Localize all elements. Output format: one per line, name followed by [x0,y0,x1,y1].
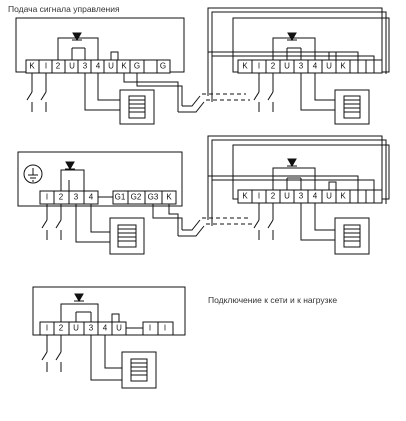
terminal-label: 2 [56,62,61,71]
load-box-icon [335,218,369,254]
signal-supply-caption: Подача сигнала управления [8,4,120,14]
terminal-label: G [160,62,166,71]
diode-icon [287,33,297,40]
terminal-label: 4 [96,62,101,71]
switch-icon [254,73,273,112]
terminal-label: K [340,62,346,71]
unit-bottom: I 2 U 3 4 U I I [33,287,185,388]
terminal-label: G [134,62,140,71]
terminal-label: 4 [103,324,108,333]
terminal-label: U [326,62,332,71]
terminal-label: 4 [313,62,318,71]
terminal-label: K [242,192,248,201]
unit-top-right: K I 2 U 3 4 U K I I [208,8,389,124]
switch-icon [254,203,273,240]
terminal-label: I [164,324,166,333]
terminal-label: G3 [148,193,159,202]
terminal-strip-top-left: K I 2 U 3 4 U K G G [26,60,170,73]
diode-icon [72,33,82,40]
terminal-label: I [258,62,260,71]
terminal-label: 3 [299,192,304,201]
load-box-icon [335,90,369,124]
terminal-label: I [258,192,260,201]
terminal-label: 4 [89,193,94,202]
terminal-label: K [340,192,346,201]
load-box-icon [122,352,156,388]
terminal-strip-mid-right: K I 2 U 3 4 U K I I [238,190,382,203]
terminal-label: 3 [83,62,88,71]
terminal-label: 3 [89,324,94,333]
terminal-label: 2 [271,192,276,201]
terminal-label: U [108,62,114,71]
load-box-icon [110,218,144,254]
terminal-label: U [284,62,290,71]
terminal-label: G2 [131,193,142,202]
terminal-label: 4 [313,192,318,201]
unit-mid-left: I 2 3 4 G1 G2 G3 K [18,152,182,254]
ground-icon [23,164,43,184]
switch-icon [27,73,46,112]
terminal-label: 3 [299,62,304,71]
terminal-label: U [73,324,79,333]
unit-mid-right: K I 2 U 3 4 U K I I [208,136,389,254]
unit-top-left: K I 2 U 3 4 U K G G [16,18,184,124]
terminal-label: K [242,62,248,71]
diode-icon [65,162,75,169]
switch-icon [42,335,61,372]
terminal-strip-top-right: K I 2 U 3 4 U K I I [238,60,382,73]
terminal-label: U [69,62,75,71]
terminal-label: I [46,324,48,333]
terminal-label: U [326,192,332,201]
diode-icon [287,159,297,166]
terminal-label: U [284,192,290,201]
diode-icon [74,294,84,301]
switch-icon [42,204,61,240]
top-bus-link [178,52,250,112]
terminal-label: K [166,193,172,202]
terminal-label: G1 [115,193,126,202]
terminal-label: 2 [59,324,64,333]
mains-load-caption: Подключение к сети и к нагрузке [208,295,338,305]
terminal-label: 2 [59,193,64,202]
terminal-label: 2 [271,62,276,71]
terminal-label: I [149,324,151,333]
load-box-icon [120,90,154,124]
terminal-label: I [46,193,48,202]
mid-bus-link [178,176,252,236]
terminal-label: K [29,62,35,71]
terminal-label: K [121,62,127,71]
terminal-label: 3 [74,193,79,202]
terminal-strip-mid-left: I 2 3 4 G1 G2 G3 K [40,191,176,204]
terminal-label: I [45,62,47,71]
terminal-label: U [116,324,122,333]
terminal-strip-bottom: I 2 U 3 4 U I I [40,322,173,335]
